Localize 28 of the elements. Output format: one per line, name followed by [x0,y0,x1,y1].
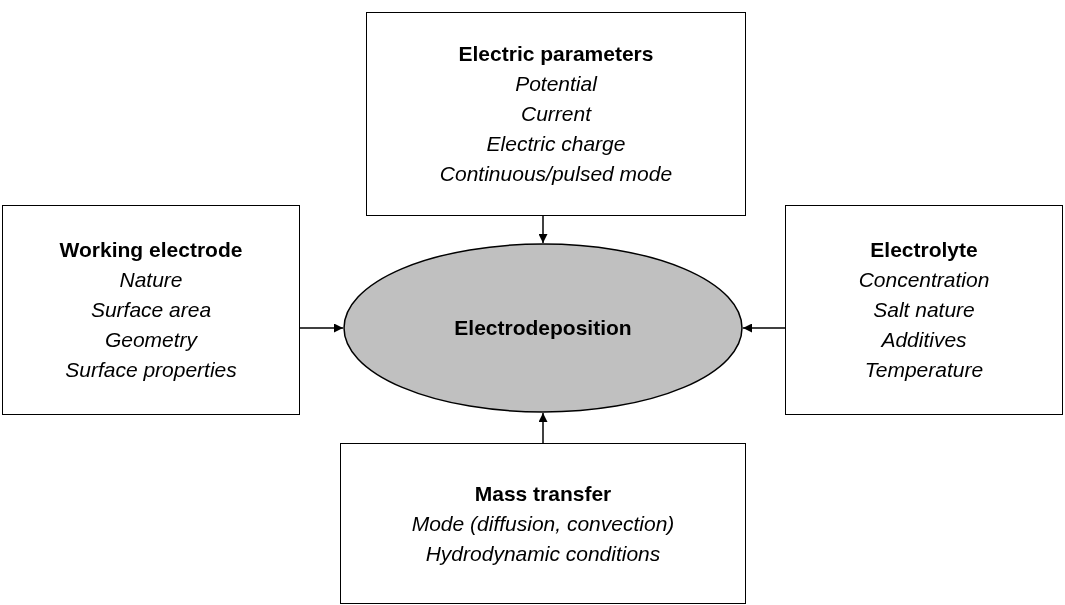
item-text: Temperature [864,357,984,383]
arrow [538,215,548,244]
heading-text: Electrolyte [870,237,978,263]
item-text: Salt nature [873,297,975,323]
factor-box [366,12,746,216]
factor-box [340,443,746,604]
heading-text: Working electrode [59,237,243,263]
arrow [299,323,344,333]
item-text: Continuous/pulsed mode [439,161,673,187]
arrow [538,412,548,444]
factor-box [2,205,300,415]
item-text: Surface area [90,297,212,323]
item-text: Electric charge [486,131,626,157]
item-text: Nature [119,267,183,293]
item-text: Mode (diffusion, convection) [411,510,675,537]
item-text: Additives [881,327,967,353]
heading-text: Electrodeposition [454,315,632,341]
item-text: Concentration [858,267,990,293]
factor-box [785,205,1063,415]
heading-text: Electric parameters [458,41,654,67]
heading-text: Mass transfer [474,480,612,507]
item-text: Current [521,101,591,127]
item-text: Hydrodynamic conditions [425,540,661,567]
item-text: Geometry [104,327,198,353]
item-text: Potential [515,71,597,97]
arrow [742,323,786,333]
item-text: Surface properties [65,357,237,383]
process-ellipse [343,243,743,413]
